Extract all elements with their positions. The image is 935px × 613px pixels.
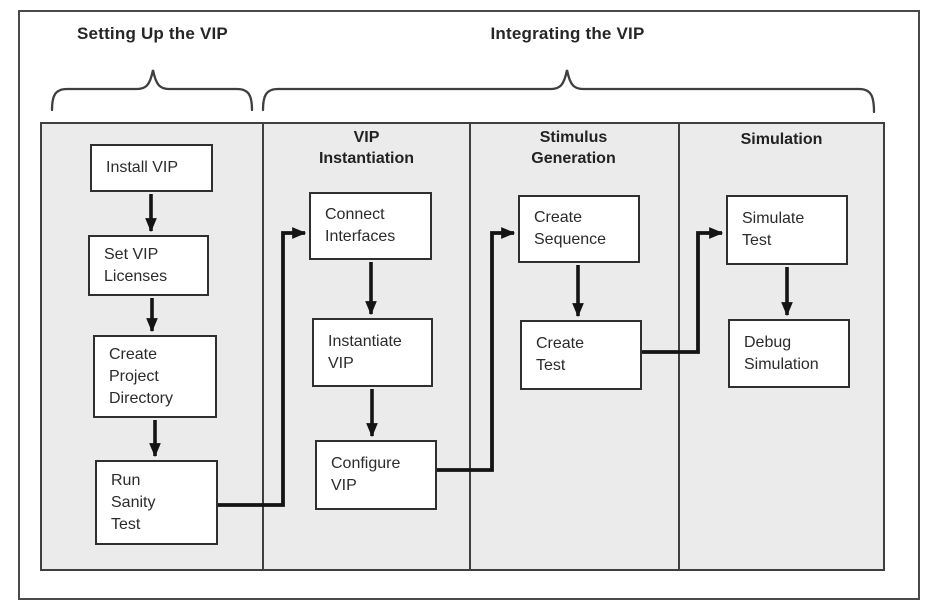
flow-box-simulate-test: Simulate Test [726,195,848,265]
column-divider-2 [469,122,471,571]
flow-box-set-vip-licenses: Set VIP Licenses [88,235,209,296]
column-header-vip-instantiation: VIP Instantiation [318,129,415,167]
flow-box-configure-vip: Configure VIP [315,440,437,510]
section-label-integrating: Integrating the VIP [490,24,645,43]
flow-box-run-sanity-test: Run Sanity Test [95,460,218,545]
flow-box-label: Create Sequence [534,209,607,248]
flow-box-label: Configure VIP [331,455,401,494]
flow-box-create-sequence: Create Sequence [518,195,640,263]
flow-box-label: Install VIP [106,159,179,176]
flow-box-label: Simulate Test [742,210,805,249]
flow-box-create-test: Create Test [520,320,642,390]
flow-box-label: Run Sanity Test [111,471,156,533]
flow-box-create-project-directory: Create Project Directory [93,335,217,418]
column-header-simulation: Simulation [740,131,823,148]
column-header-stimulus-generation: Stimulus Generation [531,129,616,167]
flow-box-debug-simulation: Debug Simulation [728,319,850,388]
flow-box-instantiate-vip: Instantiate VIP [312,318,433,387]
flow-box-label: Create Project Directory [109,345,174,407]
flow-box-label: Connect Interfaces [325,206,396,245]
section-label-setting-up: Setting Up the VIP [77,24,228,43]
flow-box-label: Create Test [536,335,585,374]
flow-box-label: Debug Simulation [744,333,819,373]
flow-box-label: Set VIP Licenses [104,245,168,285]
flow-box-label: Instantiate VIP [328,332,402,372]
column-divider-3 [678,122,680,571]
flow-box-install-vip: Install VIP [90,144,213,192]
column-divider-1 [262,122,264,571]
flow-box-connect-interfaces: Connect Interfaces [309,192,432,260]
